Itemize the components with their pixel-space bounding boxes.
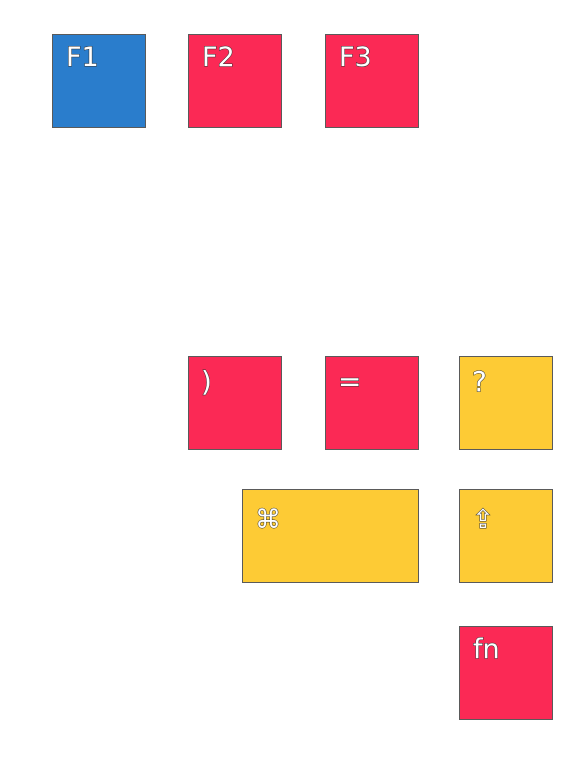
- key-f3[interactable]: F3: [325, 34, 419, 128]
- key-shift-lock[interactable]: ⇪: [459, 489, 553, 583]
- command-icon: ⌘: [255, 505, 282, 535]
- key-question-mark[interactable]: ?: [459, 356, 553, 450]
- key-right-paren[interactable]: ): [188, 356, 282, 450]
- key-label: F3: [339, 42, 373, 73]
- key-label: ): [201, 365, 213, 398]
- key-fn[interactable]: fn: [459, 626, 553, 720]
- key-label: fn: [473, 634, 501, 665]
- key-equals[interactable]: =: [325, 356, 419, 450]
- key-label: ?: [472, 365, 488, 398]
- key-f1[interactable]: F1: [52, 34, 146, 128]
- key-f2[interactable]: F2: [188, 34, 282, 128]
- key-label: F2: [202, 42, 236, 73]
- key-label: F1: [66, 42, 100, 73]
- key-label: =: [337, 365, 362, 398]
- shift-lock-icon: ⇪: [472, 505, 495, 535]
- key-command[interactable]: ⌘: [242, 489, 419, 583]
